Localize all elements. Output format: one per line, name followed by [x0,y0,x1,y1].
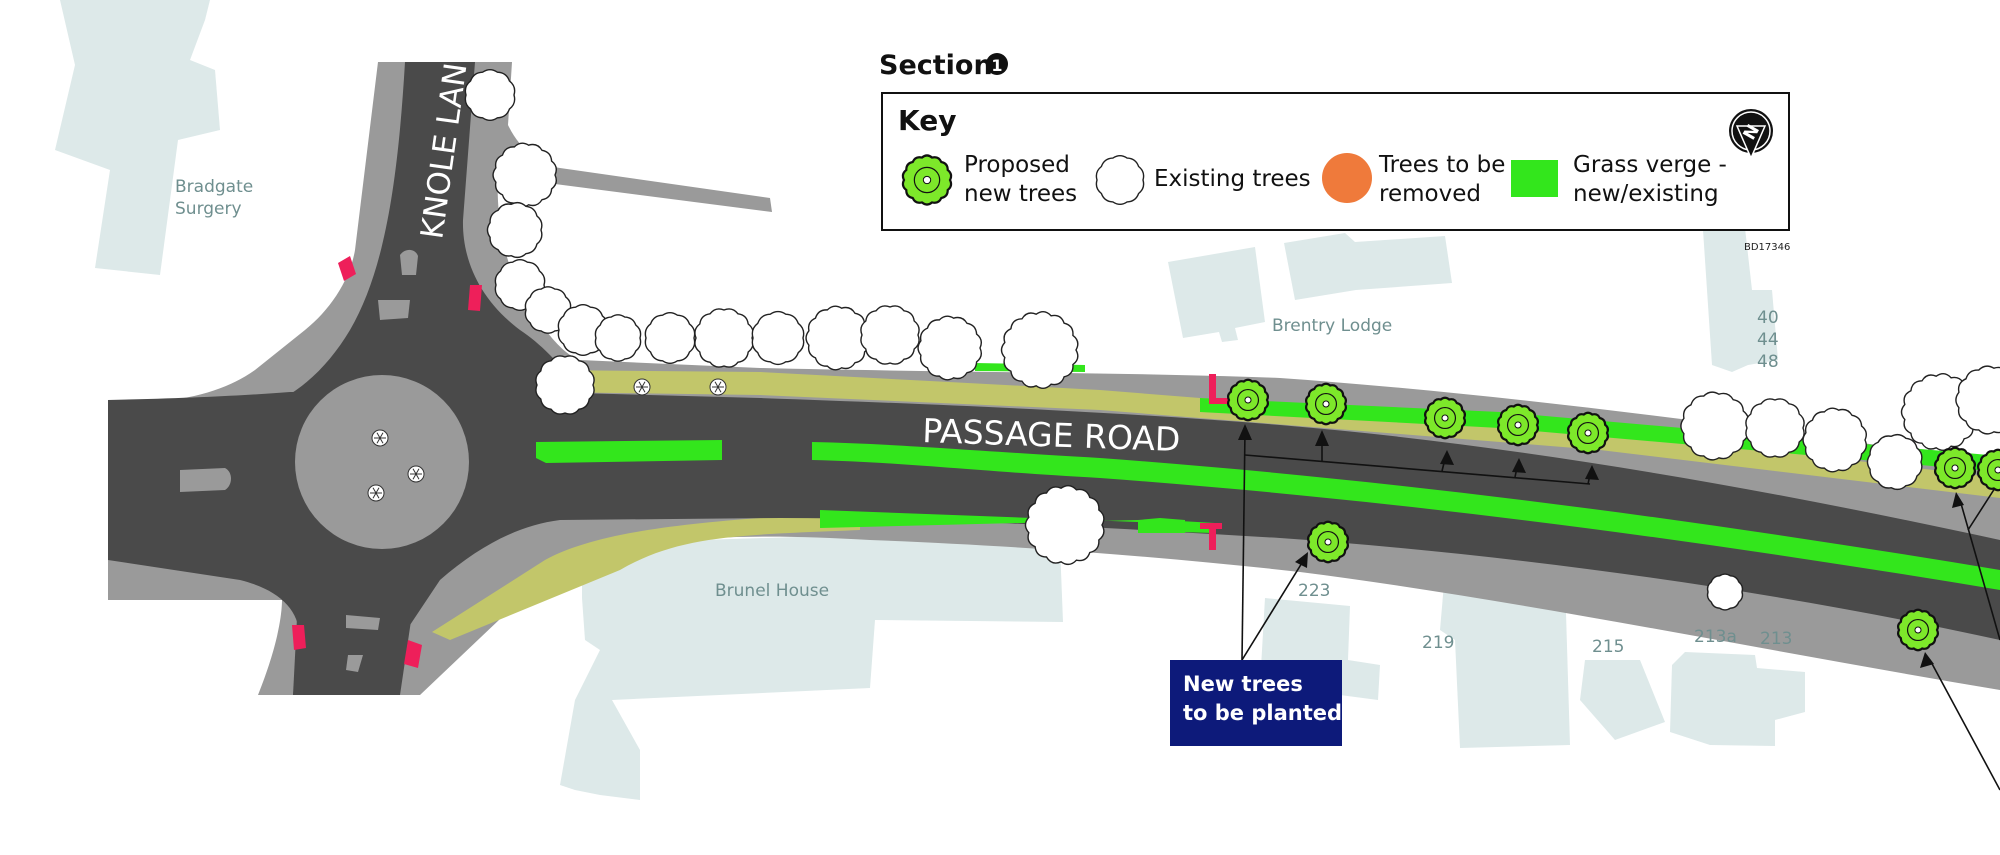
house-number-213a: 213a [1694,627,1737,647]
brentry-lodge-building-2 [1284,233,1452,300]
key-item-proposed-line1: Proposed [964,152,1070,178]
key-item-grass-line2: new/existing [1573,181,1719,207]
small-planting [709,378,727,396]
existing-tree [1000,311,1079,389]
existing-tree [805,305,871,371]
house-219-building [1440,572,1570,748]
existing-tree [917,315,983,381]
callout-background [1170,660,1342,746]
existing-tree [1680,391,1750,461]
existing-tree [594,314,642,362]
small-planting [367,484,385,502]
passage-road-carriageway [108,392,2000,695]
house-number-44: 44 [1757,330,1779,350]
existing-tree [1866,433,1923,491]
shared-path-layer [432,370,2000,640]
bradgate-surgery-label-line2: Surgery [175,199,242,219]
section-number-badge [986,53,1008,75]
existing-tree [464,69,516,121]
existing-tree [535,355,595,415]
existing-tree [1024,484,1105,566]
house-number-215: 215 [1592,637,1624,657]
proposed-tree [1226,378,1270,422]
new-trees-callout: New trees to be planted [1170,660,1342,746]
roundabout-features [180,249,418,672]
buildings-layer [55,0,1805,800]
bradgate-surgery-building [55,0,220,275]
key-item-proposed-line2: new trees [964,181,1077,207]
knole-lane-carriageway [108,62,580,435]
grass-verge-swatch [1511,160,1558,197]
house-number-219: 219 [1422,633,1454,653]
key-item-removed-line1: Trees to be [1378,152,1505,178]
proposed-tree [1896,608,1940,652]
roundabout-island [295,375,469,549]
proposed-tree [1306,520,1350,564]
proposed-tree [1304,382,1348,426]
section-heading: Section 1 [879,50,1008,81]
existing-tree [486,201,543,259]
brunel-house-building [560,530,1063,800]
existing-tree-symbol [1095,155,1145,205]
brentry-lodge-building [1168,247,1265,342]
existing-tree [1955,365,2000,435]
small-planting [371,429,389,447]
grass-verge-central-west [536,440,722,463]
north-arrow-icon: N [1729,109,1773,160]
proposed-tree [1976,448,2000,492]
proposed-tree-symbol [901,154,953,206]
house-40-48-building [1703,228,1778,372]
bradgate-surgery-label-line1: Bradgate [175,177,253,197]
callout-line2: to be planted [1183,701,1342,725]
crossing-markers [292,256,1232,668]
roundabout-planting [367,378,727,502]
house-213-building [1670,652,1805,746]
drawing-reference: BD17346 [1744,242,1790,253]
key-item-removed-line2: removed [1379,181,1481,207]
existing-tree-icon [1095,155,1145,205]
section-title: Section [879,50,993,81]
house-number-213: 213 [1760,629,1792,649]
existing-tree [1706,573,1744,611]
section-number: 1 [991,56,1002,75]
small-planting [633,378,651,396]
key-item-existing: Existing trees [1154,166,1311,192]
key-item-grass-line1: Grass verge - [1573,152,1727,178]
proposed-tree-icon [901,154,953,206]
callout-line1: New trees [1183,672,1303,696]
proposed-trees-layer [1226,378,2000,652]
key-title: Key [898,104,956,137]
existing-tree [492,142,558,208]
existing-tree [1802,407,1868,473]
grass-verge-central-east [812,442,2000,590]
existing-tree [1745,398,1805,458]
proposed-tree [1933,446,1977,490]
small-planting [407,465,425,483]
house-215-building [1580,660,1665,740]
existing-tree [644,312,696,364]
proposed-tree [1496,403,1540,447]
house-number-223: 223 [1298,581,1330,601]
proposed-tree [1566,411,1610,455]
brunel-house-label: Brunel House [715,581,829,601]
existing-tree [751,310,805,366]
existing-trees-layer [464,69,2000,611]
grass-verge-south [820,510,1185,533]
passage-road-label: PASSAGE ROAD [922,411,1181,459]
key-panel: Key Proposed new trees Existing trees Tr… [881,92,1790,231]
existing-tree [860,305,920,365]
brentry-lodge-label: Brentry Lodge [1272,316,1392,336]
removed-tree-icon [1322,153,1372,203]
callout-arrowheads [1238,424,1964,668]
existing-tree [694,308,754,368]
house-number-40: 40 [1757,308,1779,328]
proposed-tree [1423,396,1467,440]
house-number-48: 48 [1757,352,1779,372]
